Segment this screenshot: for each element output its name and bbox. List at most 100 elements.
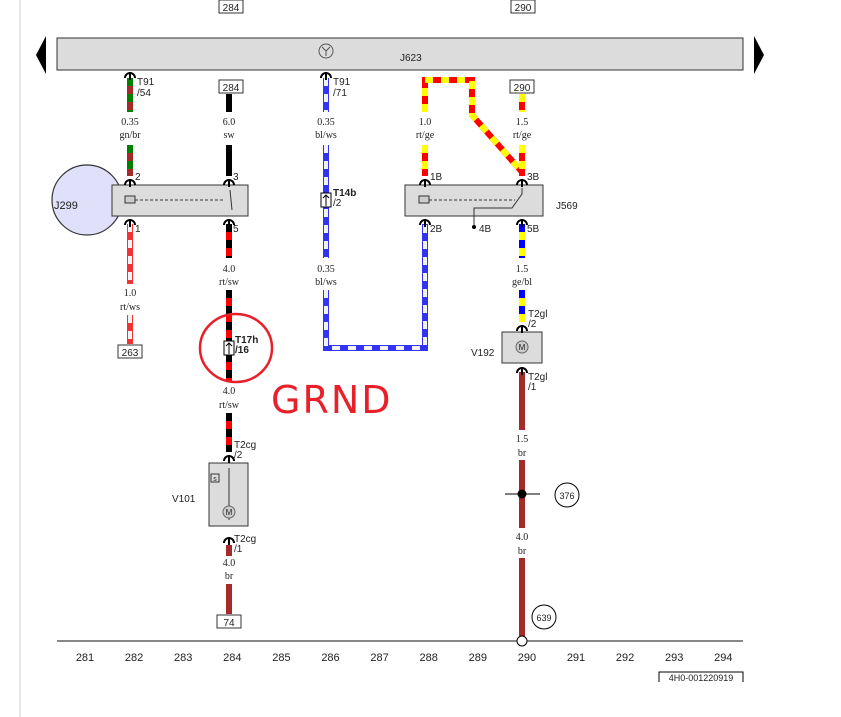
- annotation-circle: [198, 312, 274, 384]
- j569-label: J569: [556, 201, 578, 212]
- connector-label: T2cg: [234, 440, 256, 451]
- ref-290[interactable]: 290: [514, 83, 531, 94]
- sensor-symbol: s: [213, 476, 217, 483]
- wire-size: 4.0: [223, 386, 236, 397]
- wire-size: 0.35: [121, 117, 139, 128]
- j623-label: J623: [400, 53, 422, 64]
- column-number: 285: [272, 652, 290, 664]
- wire-size: 1.0: [124, 288, 137, 299]
- connector-pin: /2: [333, 198, 342, 209]
- top-ref-284[interactable]: 284: [223, 3, 240, 14]
- wire-color: rt/sw: [219, 277, 240, 288]
- wire-color: gn/br: [119, 130, 141, 141]
- connector-label: T17h: [235, 335, 258, 346]
- ref-74[interactable]: 74: [223, 618, 235, 629]
- motor-symbol: M: [519, 343, 526, 352]
- wire-size: 1.5: [516, 434, 529, 445]
- v101-label: V101: [172, 494, 196, 505]
- wire-color: ge/bl: [512, 277, 532, 288]
- wire-size: 1.0: [419, 117, 432, 128]
- column-number: 294: [714, 652, 732, 664]
- wire-size: 1.5: [516, 264, 529, 275]
- column-number: 287: [370, 652, 388, 664]
- connectors: [124, 72, 528, 545]
- ref-284-box[interactable]: [218, 79, 244, 94]
- column-number: 283: [174, 652, 192, 664]
- scroll-left-arrow-icon[interactable]: [36, 36, 46, 74]
- t17h-connector-icon-arrow: [225, 342, 233, 354]
- ref-639[interactable]: 639: [536, 613, 551, 623]
- pin-label: 4B: [479, 224, 492, 235]
- ref-376[interactable]: 376: [559, 491, 574, 501]
- column-number: 284: [223, 652, 241, 664]
- connector-label: T2cg: [234, 534, 256, 545]
- connector-pin: /1: [528, 382, 537, 393]
- column-number: 289: [469, 652, 487, 664]
- column-number: 286: [321, 652, 339, 664]
- top-ref-290[interactable]: 290: [515, 3, 532, 14]
- pin-label: 1B: [430, 172, 443, 183]
- connector-pin: /2: [234, 450, 243, 461]
- wire-color: rt/sw: [219, 400, 240, 411]
- sensor-icon: [210, 473, 220, 483]
- wire-color: br: [518, 448, 527, 459]
- wire-color: bl/ws: [315, 130, 337, 141]
- wire-color: br: [225, 571, 234, 582]
- wire-288-rt-ge: [422, 77, 525, 174]
- t14b-connector-icon-arrow: [322, 194, 330, 206]
- wire-288-rt-ge-stripe: [422, 77, 525, 174]
- column-number: 290: [518, 652, 536, 664]
- pin-label: 3B: [527, 172, 540, 183]
- pin-label: 5B: [527, 224, 540, 235]
- connector-pin: /16: [235, 345, 249, 356]
- connector-pin: /1: [234, 544, 243, 555]
- connector-label: T91: [333, 77, 351, 88]
- connector-pin: /54: [137, 88, 151, 99]
- v192-label: V192: [471, 348, 495, 359]
- connector-pin: /2: [528, 319, 537, 330]
- motor-icon: [515, 340, 529, 354]
- motor-icon: [222, 505, 236, 519]
- j623-control-unit-bar[interactable]: [56, 37, 744, 71]
- j299-label: J299: [54, 200, 78, 212]
- top-ref-290-box[interactable]: [510, 0, 536, 14]
- connector-label: T2gl: [528, 372, 547, 383]
- relay-switch-icon: [473, 188, 523, 226]
- ref-284[interactable]: 284: [223, 83, 240, 94]
- column-number: 291: [567, 652, 585, 664]
- ref-74-box[interactable]: [216, 614, 242, 629]
- wire-color: bl/ws: [315, 277, 337, 288]
- connector-label: T2gl: [528, 309, 547, 320]
- ref-376-circle[interactable]: [554, 482, 580, 508]
- pin-label: 2B: [430, 224, 443, 235]
- connector-label: T91: [137, 77, 155, 88]
- pin-label: 3: [233, 172, 239, 183]
- wire-size: 4.0: [223, 558, 236, 569]
- top-ref-284-box[interactable]: [218, 0, 244, 14]
- wire-size: 4.0: [223, 264, 236, 275]
- ref-263[interactable]: 263: [122, 348, 139, 359]
- ref-290-box[interactable]: [509, 79, 535, 94]
- scroll-right-arrow-icon[interactable]: [754, 36, 764, 74]
- wire-size: 6.0: [223, 117, 236, 128]
- wire-size: 1.5: [516, 117, 529, 128]
- junction-dot: [517, 489, 527, 499]
- ground-junction: [516, 635, 528, 647]
- column-number: 288: [420, 652, 438, 664]
- wire-286-bl-ws-stripe: [324, 224, 427, 350]
- pin-4b-terminal: [472, 225, 476, 229]
- annotation-grnd: GRND: [271, 378, 393, 422]
- pin-label: 1: [135, 224, 141, 235]
- relay-coil-icon: [124, 195, 136, 204]
- wire-size: 0.35: [317, 264, 335, 275]
- connector-pin: /71: [333, 88, 347, 99]
- wire-size: 4.0: [516, 532, 529, 543]
- column-number: 292: [616, 652, 634, 664]
- pin-label: 5: [233, 224, 239, 235]
- ref-639-circle[interactable]: [531, 604, 557, 630]
- pin-label: 2: [135, 172, 141, 183]
- ref-263-box[interactable]: [117, 344, 143, 359]
- wire-color: rt/ws: [120, 302, 140, 313]
